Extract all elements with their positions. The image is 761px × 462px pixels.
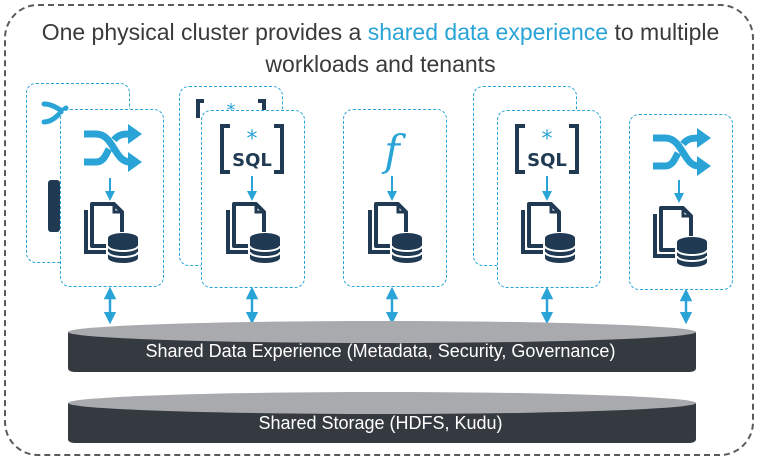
diagram-title: One physical cluster provides a shared d… — [0, 16, 761, 80]
sql-icon — [515, 124, 579, 174]
shuffle-icon — [653, 128, 711, 176]
shared-data-experience-label: Shared Data Experience (Metadata, Securi… — [145, 341, 616, 361]
shared-data-experience-layer — [68, 321, 696, 372]
shuffle-icon — [84, 124, 142, 172]
data-files-icon — [226, 202, 284, 265]
back-document-icon — [48, 180, 60, 232]
data-files-icon — [368, 202, 426, 265]
data-files-icon — [653, 206, 711, 269]
shared-storage-label: Shared Storage (HDFS, Kudu) — [258, 413, 503, 433]
function-icon: f — [381, 126, 406, 175]
sql-icon — [220, 124, 284, 174]
data-files-icon — [521, 202, 579, 265]
shared-storage-layer — [68, 392, 696, 443]
cluster-frame — [4, 4, 754, 456]
title-highlight: shared data experience — [367, 19, 609, 45]
title-prefix: One physical cluster provides a — [41, 19, 368, 45]
title-line2: workloads and tenants — [265, 51, 496, 77]
title-suffix: to multiple — [608, 19, 720, 45]
connectors — [103, 286, 693, 325]
data-files-icon — [84, 202, 142, 265]
